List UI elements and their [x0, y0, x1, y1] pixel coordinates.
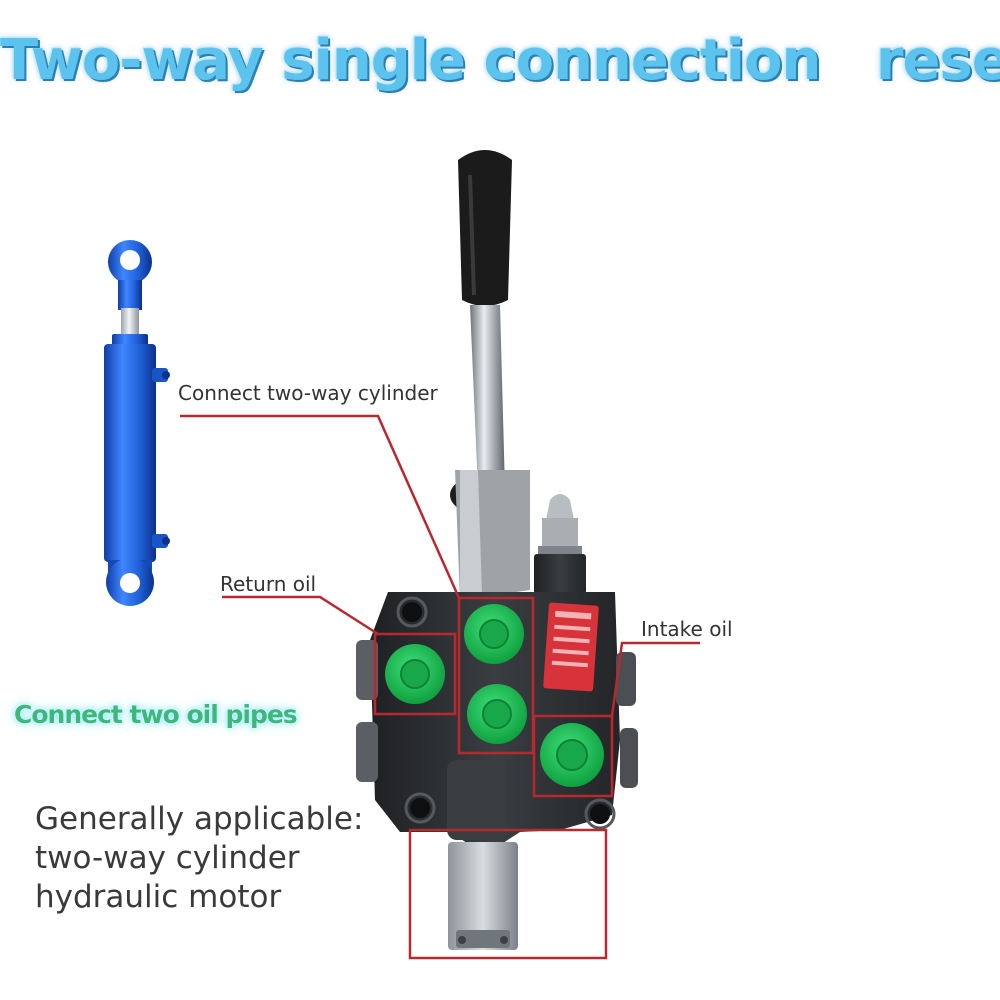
applicability-note: Generally applicable: two-way cylinder h… [35, 800, 363, 917]
connect-pipes-label: Connect two oil pipes [14, 700, 298, 729]
callout-return-oil: Return oil [220, 572, 317, 596]
relief-valve [534, 494, 586, 594]
page-title: Two-way single connection reset [0, 28, 1000, 93]
control-valve [356, 150, 638, 950]
callout-cylinder-port: Connect two-way cylinder [178, 381, 438, 405]
applicability-line-1: Generally applicable: [35, 801, 364, 837]
applicability-line-3: hydraulic motor [35, 879, 282, 915]
callout-intake-oil: Intake oil [641, 617, 733, 641]
port-caps [385, 604, 604, 787]
nameplate-sticker [543, 602, 599, 692]
hydraulic-cylinder [104, 240, 170, 606]
callout-lines [180, 414, 700, 960]
applicability-line-2: two-way cylinder [35, 840, 300, 876]
